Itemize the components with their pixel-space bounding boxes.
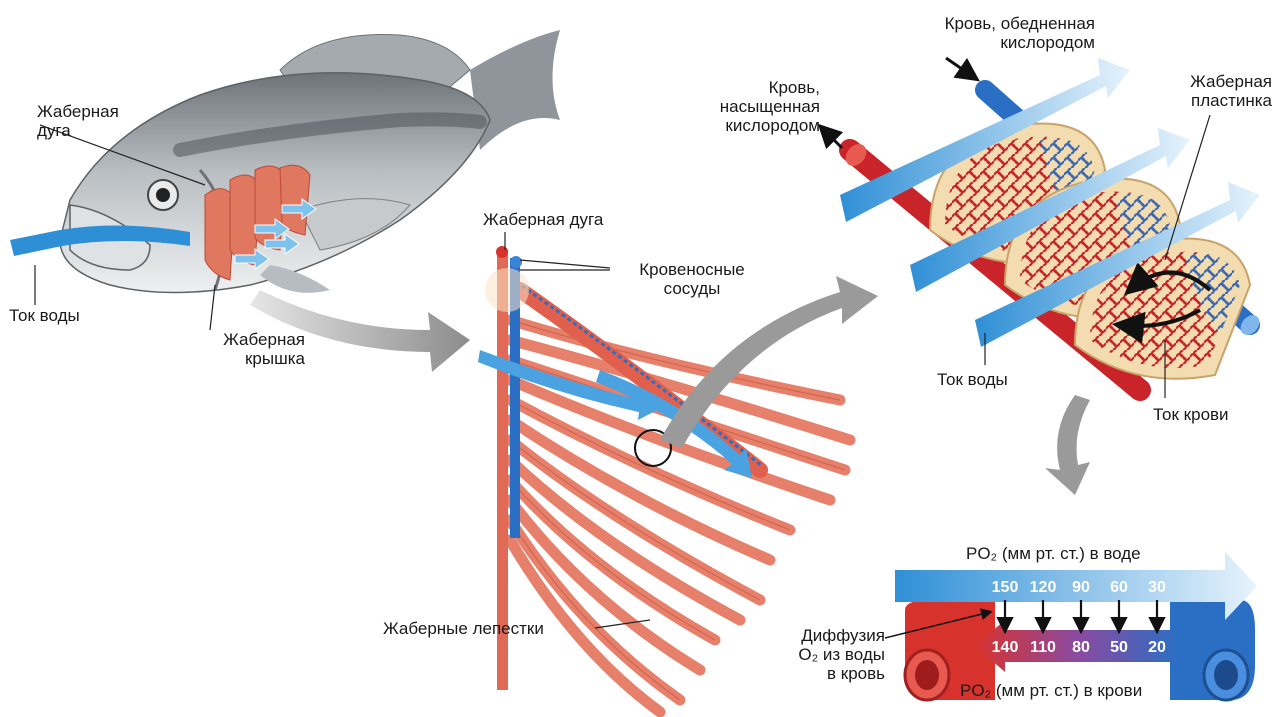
po2-blood-value: 110 [1030, 639, 1056, 656]
process-arrow-icon [1045, 395, 1090, 495]
label-diffusion: Диффузия O₂ из воды в кровь [760, 626, 885, 683]
label-po2-water-title: PO₂ (мм рт. ст.) в воде [966, 544, 1141, 563]
fish-illustration [10, 30, 560, 330]
countercurrent-diagram: 150 120 90 60 30 140 110 80 50 20 [885, 552, 1257, 700]
label-blood-vessels: Кровеносные сосуды [617, 260, 767, 298]
label-gill-filaments: Жаберные лепестки [383, 619, 544, 638]
label-po2-blood-title: PO₂ (мм рт. ст.) в крови [960, 681, 1142, 700]
po2-water-value: 150 [992, 579, 1019, 596]
po2-blood-value: 20 [1148, 639, 1166, 656]
po2-blood-value: 140 [992, 639, 1019, 656]
label-water-flow-left: Ток воды [9, 306, 80, 325]
label-blood-flow: Ток крови [1153, 405, 1229, 424]
label-operculum: Жаберная крышка [190, 330, 305, 368]
label-blood-oxygenated: Кровь, насыщенная кислородом [690, 78, 820, 135]
label-gill-arch-fish: Жаберная дуга [37, 102, 119, 140]
label-blood-deoxygenated: Кровь, обедненная кислородом [870, 14, 1095, 52]
label-gill-lamella: Жаберная пластинка [1160, 72, 1272, 110]
process-arrow-icon [660, 276, 878, 448]
po2-water-value: 60 [1110, 579, 1128, 596]
po2-water-value: 90 [1072, 579, 1090, 596]
po2-blood-value: 50 [1110, 639, 1128, 656]
po2-water-value: 30 [1148, 579, 1166, 596]
po2-blood-value: 80 [1072, 639, 1090, 656]
label-gill-arch-mid: Жаберная дуга [483, 210, 603, 229]
label-water-flow-right: Ток воды [937, 370, 1008, 389]
po2-water-value: 120 [1030, 579, 1057, 596]
